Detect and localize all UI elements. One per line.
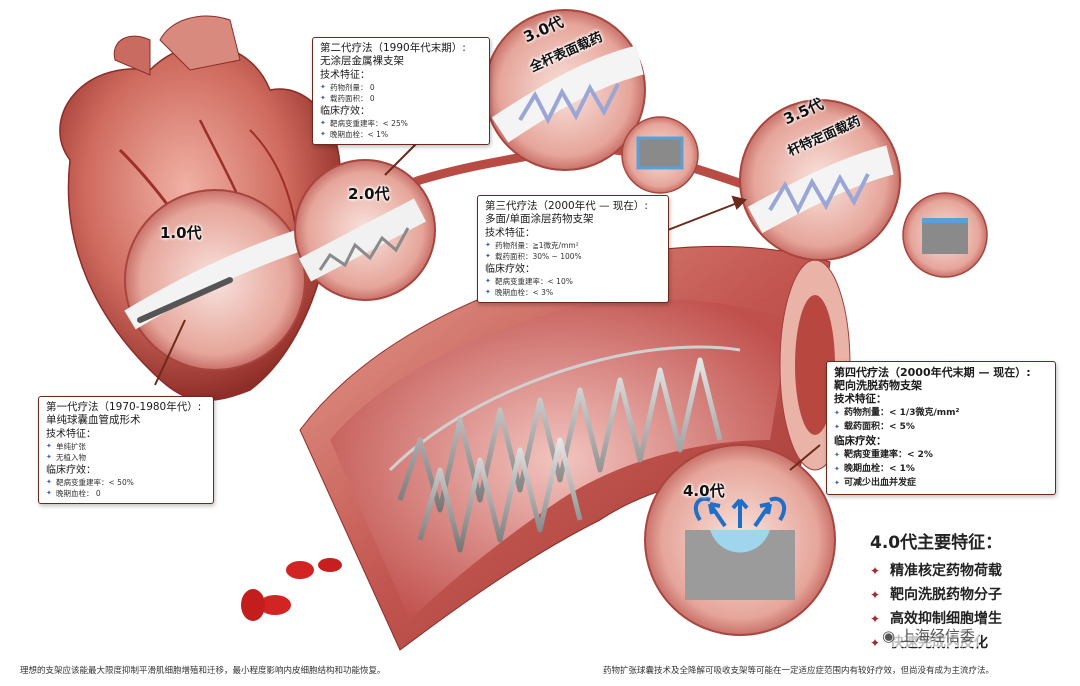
tech-item: 载药面积：< 5% [834,420,1048,434]
caption-left: 理想的支架应该能最大限度抑制平滑肌细胞增殖和迁移，最小程度影响内皮细胞结构和功能… [20,666,386,676]
gen4-features: 4.0代主要特征： 精准核定药物荷载 靶向洗脱药物分子 高效抑制细胞增生 快速完… [870,528,1002,655]
info-box-gen3: 第三代疗法（2000年代 — 现在）: 多面/单面涂层药物支架 技术特征： 药物… [477,195,669,303]
tech-item: 单纯扩张 [46,441,206,452]
tech-label: 技术特征： [46,429,96,440]
clinical-item: 可减少出血并发症 [834,476,1048,490]
circle-3 [484,9,646,171]
feature-item: 精准核定药物荷载 [870,559,1002,583]
caption-right: 药物扩张球囊技术及全降解可吸收支架等可能在一定适应症范围内有较好疗效，但尚没有成… [603,666,995,676]
box-subtitle: 无涂层金属裸支架 [320,55,404,67]
tech-label: 技术特征： [320,70,370,81]
info-box-gen4: 第四代疗法（2000年代末期 — 现在）: 靶向洗脱药物支架 技术特征： 药物剂… [826,361,1056,495]
tech-item: 药物剂量：< 1/3微克/mm² [834,406,1048,420]
box-title: 第一代疗法（1970-1980年代）: [46,401,202,413]
tech-label: 技术特征： [485,228,535,239]
wechat-icon: ◉ [882,627,896,645]
gen-2-label: 2.0代 [348,185,390,203]
watermark-text: 上海经信委 [899,627,975,645]
box-title: 第三代疗法（2000年代 — 现在）: [485,200,648,212]
leader-arrows [154,139,821,471]
box-title: 第二代疗法（1990年代末期）: [320,42,466,54]
circle-35-inset [902,192,988,278]
tech-item: 载药面积： 0 [320,93,482,104]
clinical-label: 临床疗效： [320,106,370,117]
tech-item: 药物剂量： 0 [320,82,482,93]
box-subtitle: 靶向洗脱药物支架 [834,379,922,392]
box-title: 第四代疗法（2000年代末期 — 现在）: [834,366,1031,379]
tech-item: 载药面积：30% ~ 100% [485,251,661,262]
circle-2 [294,159,436,301]
features-title: 4.0代主要特征： [870,533,1003,553]
tech-item: 药物剂量：≧1微克/mm² [485,240,661,251]
clinical-item: 靶病变重建率：< 2% [834,448,1048,462]
info-box-gen1: 第一代疗法（1970-1980年代）: 单纯球囊血管成形术 技术特征： 单纯扩张… [38,396,214,504]
clinical-item: 靶病变重建率：< 25% [320,118,482,129]
circle-35 [739,99,901,261]
box-subtitle: 多面/单面涂层药物支架 [485,213,594,225]
feature-item: 高效抑制细胞增生 [870,607,1002,631]
clinical-item: 靶病变重建率：< 50% [46,477,206,488]
gen-4-label: 4.0代 [683,482,725,500]
box-subtitle: 单纯球囊血管成形术 [46,414,141,426]
clinical-item: 晚期血栓：< 1% [320,129,482,140]
feature-item: 靶向洗脱药物分子 [870,583,1002,607]
info-box-gen2: 第二代疗法（1990年代末期）: 无涂层金属裸支架 技术特征： 药物剂量： 0 … [312,37,490,145]
clinical-item: 晚期血栓：< 1% [834,462,1048,476]
tech-item: 无植入物 [46,452,206,463]
clinical-item: 靶病变重建率：< 10% [485,276,661,287]
circle-1 [124,189,306,371]
watermark-logo: ◉ 上海经信委 [878,624,979,647]
clinical-label: 临床疗效： [485,264,535,275]
tech-label: 技术特征： [834,393,887,405]
circle-3-inset [621,116,699,194]
clinical-item: 晚期血栓：< 3% [485,287,661,298]
clinical-label: 临床疗效： [834,435,887,447]
gen-1-label: 1.0代 [160,224,202,242]
clinical-label: 临床疗效： [46,465,96,476]
circle-4 [644,444,836,636]
clinical-item: 晚期血栓： 0 [46,488,206,499]
vessel-cutaway [241,245,851,651]
